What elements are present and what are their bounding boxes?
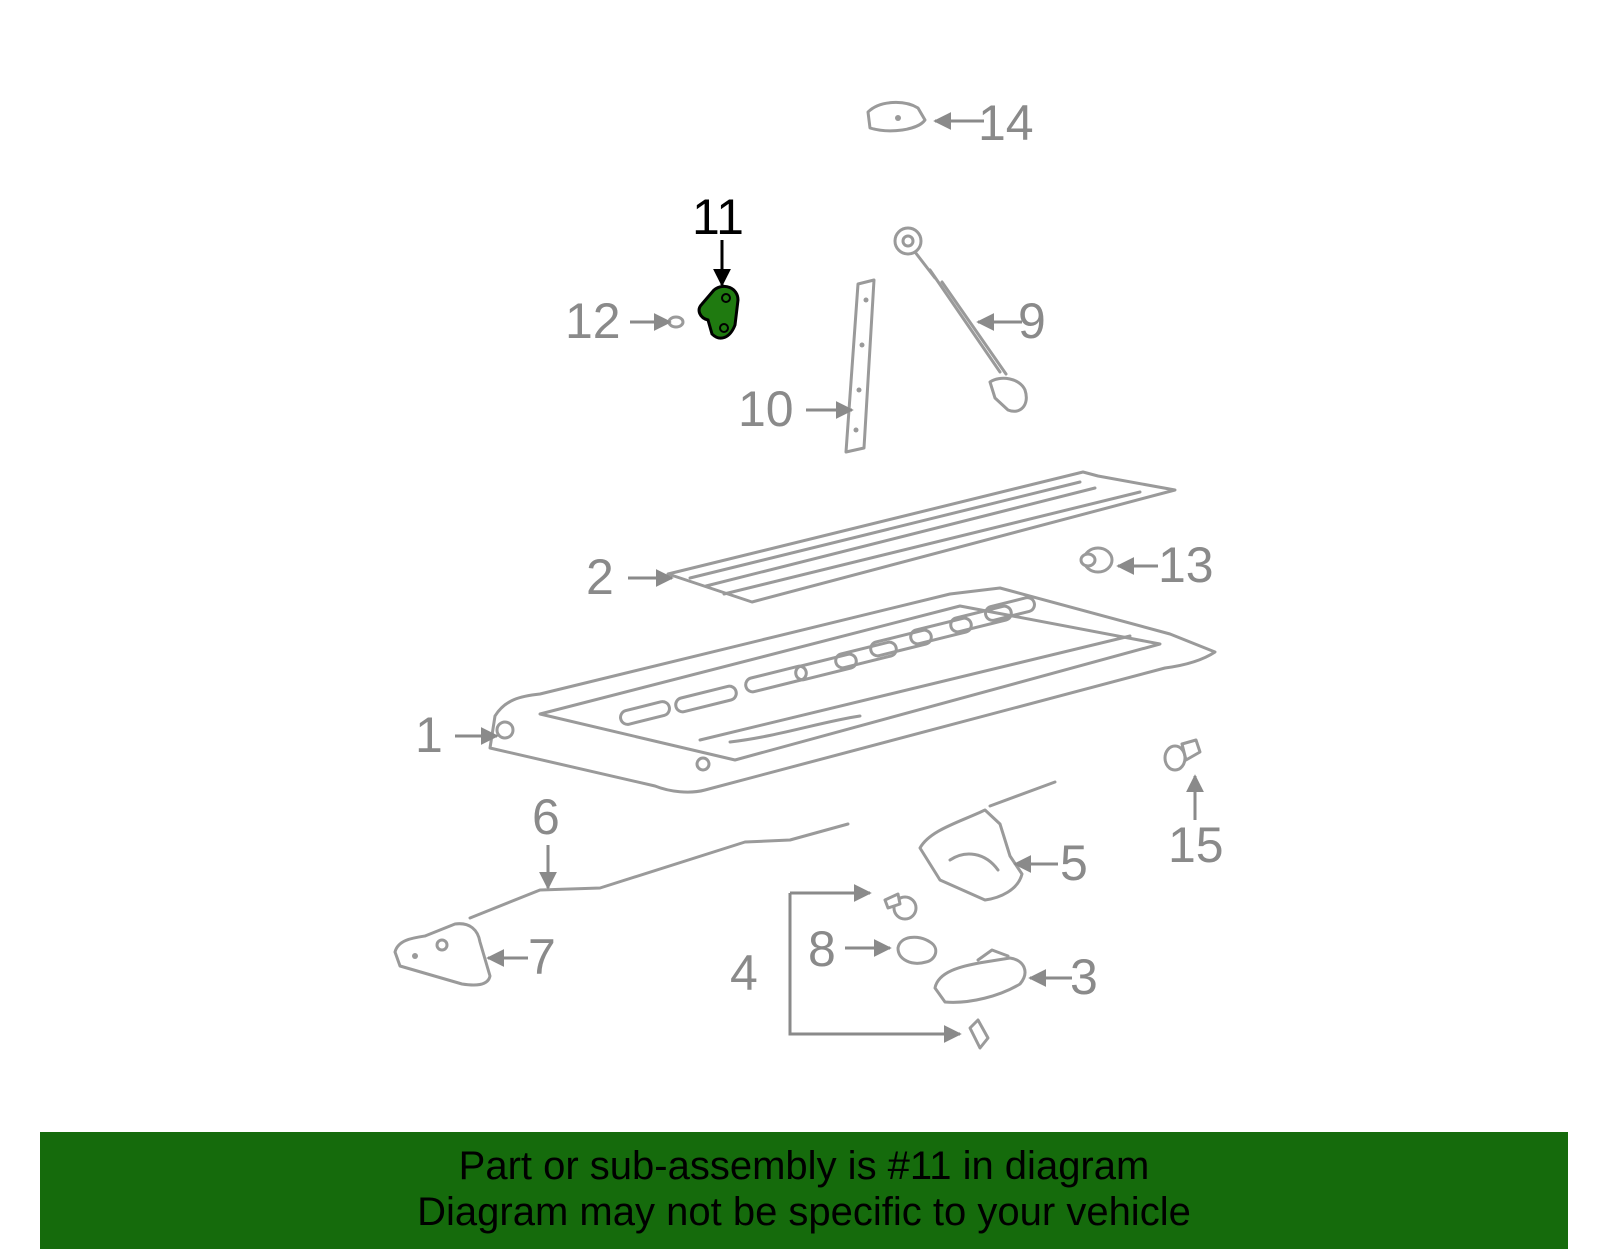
callout-11[interactable]: 11 [692, 189, 744, 245]
part-13-grommet[interactable] [1079, 546, 1114, 574]
callout-8[interactable]: 8 [808, 921, 836, 977]
callout-5[interactable]: 5 [1060, 835, 1088, 891]
callout-2[interactable]: 2 [586, 549, 614, 605]
part-11-bracket[interactable] [697, 284, 740, 340]
part-6-rod[interactable] [468, 822, 850, 920]
part-15-clip[interactable] [1163, 738, 1202, 772]
part-7-hinge[interactable] [393, 922, 492, 987]
part-12-nut[interactable] [667, 315, 685, 329]
info-banner: Part or sub-assembly is #11 in diagram D… [40, 1132, 1568, 1249]
part-1-tailgate[interactable] [488, 586, 1217, 794]
part-4-group-leader [788, 893, 962, 1043]
callout-6[interactable]: 6 [532, 789, 560, 845]
part-14-cap[interactable] [866, 101, 927, 133]
part-4-small-clip[interactable] [968, 1018, 990, 1050]
part-10-strip[interactable] [844, 278, 876, 454]
callout-10[interactable]: 10 [738, 381, 794, 437]
callout-15[interactable]: 15 [1168, 817, 1224, 873]
callout-12[interactable]: 12 [565, 293, 621, 349]
part-5-latch[interactable] [918, 780, 1057, 902]
part-2-top-cap[interactable] [666, 470, 1177, 604]
part-8-clip[interactable] [896, 935, 938, 965]
banner-line-2: Diagram may not be specific to your vehi… [417, 1190, 1191, 1234]
callout-4[interactable]: 4 [730, 945, 758, 1001]
callout-14[interactable]: 14 [978, 95, 1034, 151]
callout-7[interactable]: 7 [528, 929, 556, 985]
part-3-handle[interactable] [933, 948, 1027, 1004]
callout-9[interactable]: 9 [1018, 293, 1046, 349]
banner-line-1: Part or sub-assembly is #11 in diagram [458, 1144, 1150, 1188]
callout-3[interactable]: 3 [1070, 949, 1098, 1005]
callout-13[interactable]: 13 [1158, 537, 1214, 593]
part-9-support-cable[interactable] [893, 226, 1028, 413]
part-4-fastener[interactable] [883, 892, 918, 921]
callout-1[interactable]: 1 [415, 707, 443, 763]
